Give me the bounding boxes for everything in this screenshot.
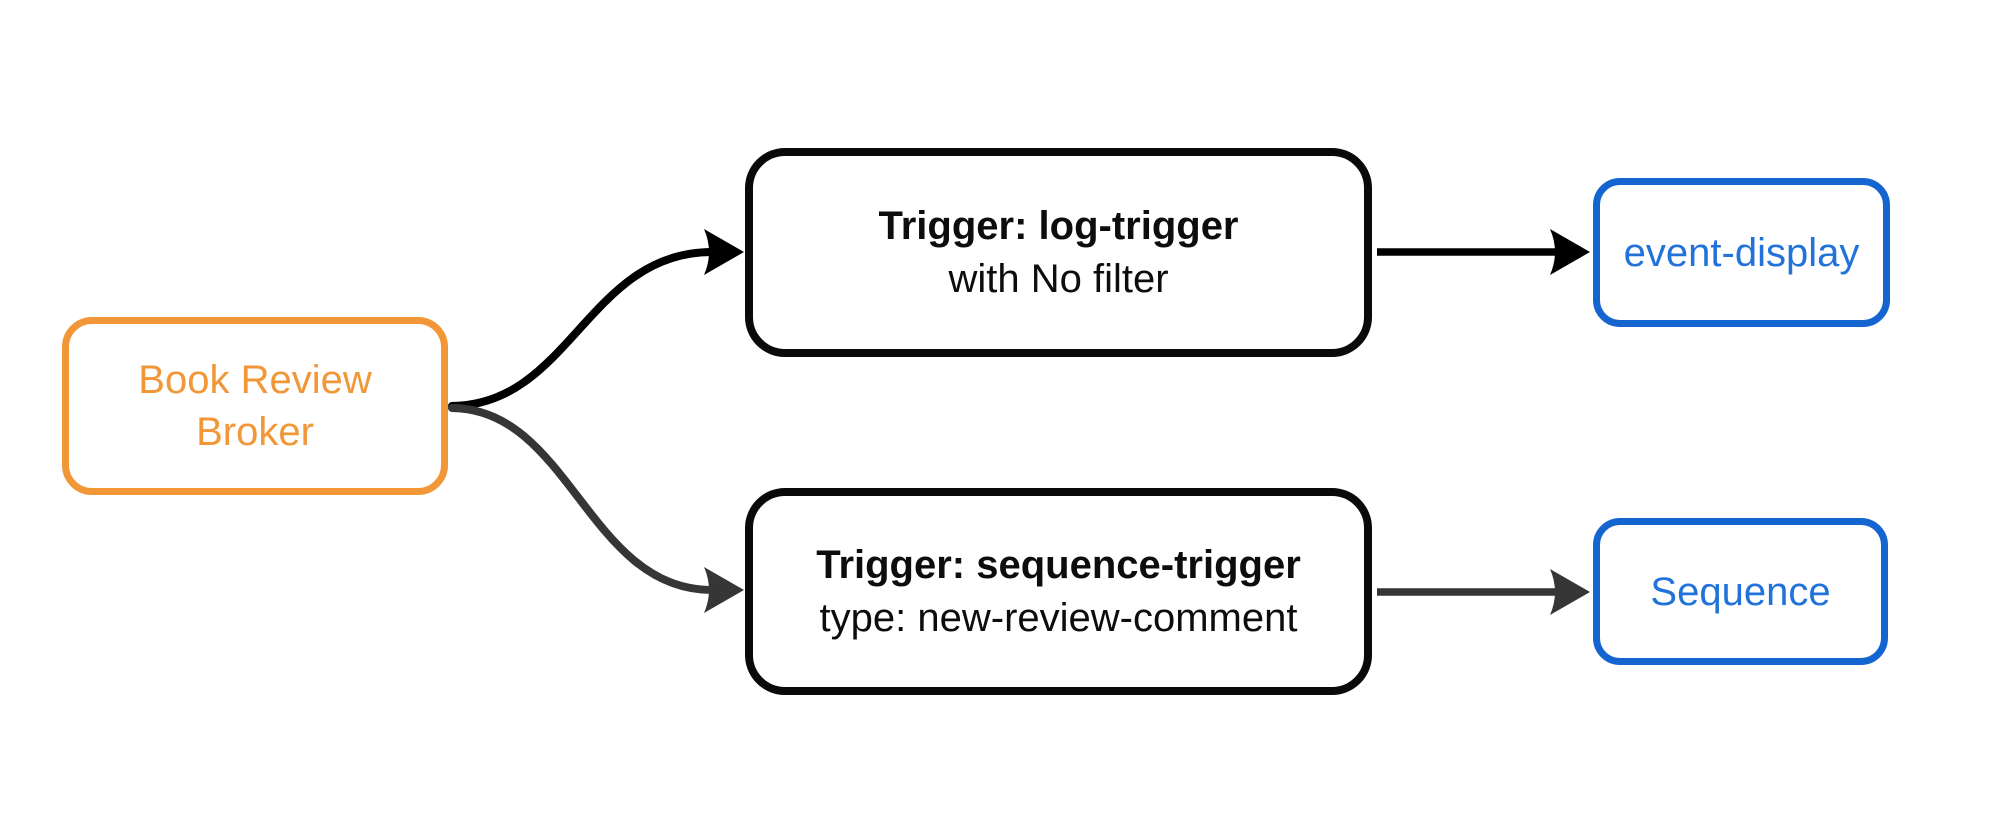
arrowhead-log-trigger-to-event-display [1550,229,1590,275]
node-sequence: Sequence [1593,518,1888,665]
node-sequence-trigger: Trigger: sequence-trigger type: new-revi… [745,488,1372,695]
event-display-label: event-display [1623,230,1860,275]
sequence-label: Sequence [1650,569,1831,614]
node-book-review-broker: Book Review Broker [62,317,448,495]
sequence-trigger-subtitle: type: new-review-comment [819,595,1298,640]
log-trigger-title: Trigger: log-trigger [878,203,1239,248]
arrowhead-broker-to-log-trigger [704,229,744,275]
node-log-trigger: Trigger: log-trigger with No filter [745,148,1372,357]
sequence-trigger-title: Trigger: sequence-trigger [816,542,1301,587]
node-event-display: event-display [1593,178,1890,327]
log-trigger-subtitle: with No filter [948,256,1169,301]
edge-broker-to-log-trigger [448,248,716,410]
edge-broker-to-sequence-trigger [448,404,716,594]
arrowhead-sequence-trigger-to-sequence [1550,569,1590,615]
broker-label-line2: Broker [196,410,314,454]
arrowhead-broker-to-sequence-trigger [704,567,744,613]
broker-label-line1: Book Review [138,358,372,402]
